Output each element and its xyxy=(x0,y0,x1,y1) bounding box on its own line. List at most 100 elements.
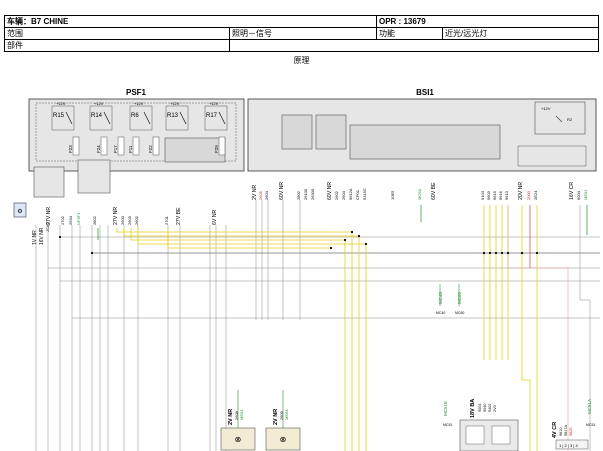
connector-1-name: 2V NR xyxy=(228,409,234,425)
bsi1-pin-label: 60V NR xyxy=(279,182,285,200)
wire-junction xyxy=(364,242,368,246)
header-table: 车辆：B7 CHINE OPR : 13679 范围 照明－信号 功能 近光/远… xyxy=(4,15,600,53)
side-label-mc51a: MC51A xyxy=(587,399,592,414)
psf1-fuse-label: F24 xyxy=(96,145,101,153)
parts-value-cell xyxy=(228,39,600,52)
wire-junction xyxy=(520,251,524,255)
wire-segment xyxy=(137,228,367,451)
bsi1-pin-label: CP01 xyxy=(355,189,360,200)
bsi1-pin-label: 2604 xyxy=(264,190,269,200)
svg-text:⚙: ⚙ xyxy=(17,208,22,215)
psf1-relay-box xyxy=(51,105,75,131)
psf1-relay-label: R6 xyxy=(131,113,139,119)
svg-text:MC51: MC51 xyxy=(586,423,595,427)
psf1-pin-label: 2600 xyxy=(120,215,125,225)
psf1-pin-label: 2602 xyxy=(134,215,139,225)
connector-1-id-1: 2608 xyxy=(234,410,239,420)
connector-1-id-2: ME63 xyxy=(239,409,244,420)
wire-junction xyxy=(535,251,539,255)
connector-3-id-4: 2V0 xyxy=(493,405,497,412)
wire-junction xyxy=(357,234,361,238)
bsi1-pin-label: MC6A xyxy=(417,189,422,200)
connector-2-id-2: ME64 xyxy=(284,409,289,420)
psf1-relay-supply: +12V xyxy=(170,101,180,106)
bsi1-pin-label: ME01 xyxy=(583,189,588,200)
bsi1-relay-id: R2 xyxy=(567,117,573,122)
psf1-relay-label: R14 xyxy=(91,113,103,119)
psf1-relay-supply: +12V xyxy=(209,101,219,106)
connector-2-name: 2V NR xyxy=(273,409,279,425)
psf1-relay-box xyxy=(89,105,113,131)
psf1-pin-label: 2702 xyxy=(60,215,65,225)
wire-junction xyxy=(350,230,354,234)
psf1-title: PSF1 xyxy=(126,88,147,97)
bsi1-pin-label: 9315C xyxy=(362,188,367,200)
wire-junction xyxy=(329,246,333,250)
connector-4-id-2: 9617A xyxy=(564,425,568,436)
diagram-subtitle: 原理 xyxy=(293,56,310,65)
wire-junction xyxy=(90,251,94,255)
psf1-relay-supply: +12V xyxy=(94,101,104,106)
connector-4: 1 | 2 | 3 | 4 4V CR 9610 9617A 9625 xyxy=(552,422,589,450)
bsi1-pin-label: 9619 xyxy=(492,190,497,200)
ground-label-mc40: MC40 xyxy=(438,291,443,304)
psf1-relay-switch xyxy=(218,111,226,125)
wire-junction xyxy=(58,235,62,239)
psf1-relay-label: R13 xyxy=(167,113,179,119)
left-connector: ⚙ 1V NR 16V NR JC0G xyxy=(13,202,50,245)
connector-1: ⊗ 2V NR 2608 ME63 xyxy=(220,409,256,451)
psf1-fuse-box xyxy=(72,136,80,156)
wire-segment xyxy=(123,228,360,451)
wire-segment xyxy=(167,228,331,249)
psf1-fuse-box xyxy=(117,136,125,156)
side-label-mc51e: MC51E xyxy=(443,401,448,416)
psf1-pin-label: 2802 xyxy=(92,215,97,225)
wire-segment xyxy=(507,205,569,451)
psf1-pin-label: 2603 xyxy=(127,215,132,225)
psf1-relay-supply: +12V xyxy=(56,101,66,106)
bsi1-pin-label: 9612A xyxy=(348,188,353,200)
bsi1-pin-label: 2605 xyxy=(258,190,263,200)
svg-text:MC51: MC51 xyxy=(443,423,452,427)
wire-segment xyxy=(579,205,591,451)
psf1-pin-label: 2634 xyxy=(68,215,73,225)
bsi1-pin-label: 26100 xyxy=(303,188,308,200)
wires xyxy=(35,200,600,451)
wire-segment xyxy=(130,228,346,451)
psf1-fuse-box xyxy=(132,136,140,156)
wire-junction xyxy=(506,251,510,255)
left-connector-label-1: 1V NR xyxy=(32,230,38,245)
psf1-relay-switch xyxy=(179,111,187,125)
psf1-fuse-label: F29 xyxy=(214,145,219,153)
connector-3: 18V BA 9004 9040 9402 2V0 xyxy=(459,399,519,451)
left-connector-label-3: JC0G xyxy=(45,222,50,232)
psf1-pin-label: 27V BE xyxy=(176,207,182,225)
connector-3-id-3: 9402 xyxy=(488,404,492,412)
bsi1-pin-label: 2802 xyxy=(296,190,301,200)
bsi1-relay-supply: +12V xyxy=(541,106,551,111)
psf1-fuse-box xyxy=(218,136,226,156)
psf1-relay-switch xyxy=(143,111,151,125)
left-connector-label-2: 16V NR xyxy=(39,227,45,245)
svg-text:⊗: ⊗ xyxy=(235,435,242,444)
psf1-fuse-label: F23 xyxy=(68,145,73,153)
ground-label-mc60: MC60 xyxy=(457,291,462,304)
bsi1-pin-label: 9616 xyxy=(498,190,503,200)
bsi1-pin-label: 2V NR xyxy=(252,184,258,200)
psf1-relay-box xyxy=(129,105,153,131)
psf1-relay-box xyxy=(165,105,189,131)
bsi1-pin-label: 26300 xyxy=(310,188,315,200)
connector-2-id-1: 2609 xyxy=(279,410,284,420)
bsi1-pin-label: 2000 xyxy=(526,190,531,200)
psf1-relay-switch xyxy=(103,111,111,125)
bsi1-pin-label: 2E24 xyxy=(533,190,538,200)
psf1-relay-switch xyxy=(65,111,73,125)
svg-text:MC60: MC60 xyxy=(455,311,464,315)
psf1-relay-label: R17 xyxy=(206,113,218,119)
bsi1-pin-label: 9610 xyxy=(504,190,509,200)
ground-mc40: MC40 MC40 xyxy=(436,284,445,315)
psf1-pin-label: 6V NR xyxy=(212,209,218,225)
